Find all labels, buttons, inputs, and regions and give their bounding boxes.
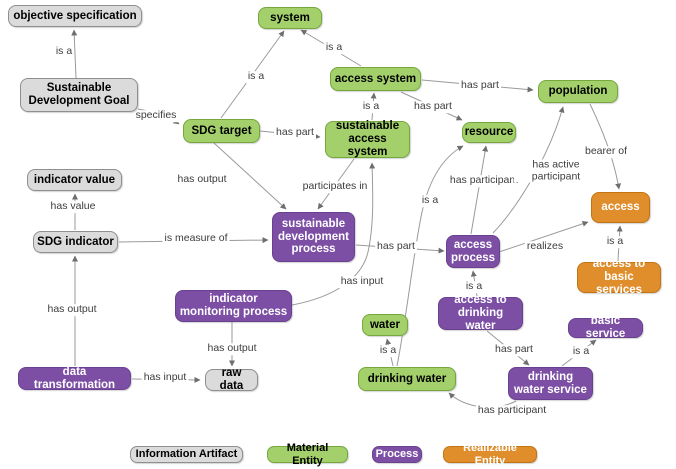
node-drinking-water-service[interactable]: drinking water service [508, 367, 593, 400]
node-access-to-basic-services[interactable]: access to basic services [577, 258, 661, 296]
edge-line-isa-sdg-objective [71, 29, 78, 79]
edge-label: has part [274, 126, 316, 139]
edge-label: realizes [524, 240, 566, 253]
edge-label: specifies [133, 109, 179, 122]
edge-label: has input [141, 371, 189, 384]
edge-label: has participant [475, 404, 549, 417]
node-sustainable-access-system[interactable]: sustainable access system [325, 120, 410, 158]
edge-label: has active participant [514, 159, 598, 183]
node-resource[interactable]: resource [462, 122, 516, 143]
edge-label: has part [412, 100, 454, 113]
node-indicator-monitoring-process[interactable]: indicator monitoring process [175, 290, 292, 322]
node-data-transformation[interactable]: data transformation [18, 366, 131, 391]
node-system[interactable]: system [258, 7, 322, 29]
legend-realizable-entity: Realizable Entity [443, 442, 537, 467]
node-access[interactable]: access [591, 192, 650, 223]
edge-line-hasinput-imp-sas [291, 162, 376, 306]
legend-material-entity: Material Entity [267, 442, 348, 467]
node-basic-service[interactable]: basic service [568, 315, 643, 340]
node-access-process[interactable]: access process [446, 235, 500, 268]
edge-label: is a [360, 100, 382, 113]
edge-line-hasparticipant-ap-resource [470, 145, 489, 235]
node-indicator-value[interactable]: indicator value [27, 169, 122, 191]
edge-label: has participant [447, 174, 521, 187]
node-sdg-indicator[interactable]: SDG indicator [33, 231, 118, 253]
legend-process: Process [372, 446, 422, 463]
edge-line-hasoutput-target-sdp [213, 142, 287, 210]
edge-label: is a [604, 235, 626, 248]
edge-label: is a [245, 70, 267, 83]
edge-label: participates in [300, 180, 370, 193]
edge-label: is a [419, 194, 441, 207]
node-access-to-drinking-water[interactable]: access to drinking water [438, 294, 523, 332]
edge-label: is a [570, 345, 592, 358]
edge-label: has value [48, 200, 98, 213]
legend-information-artifact: Information Artifact [130, 446, 243, 463]
edge-label: has output [175, 173, 229, 186]
node-access-system[interactable]: access system [330, 67, 421, 91]
node-population[interactable]: population [538, 80, 618, 103]
node-raw-data[interactable]: raw data [205, 367, 258, 392]
edge-label: has input [338, 275, 386, 288]
edge-label: is measure of [162, 232, 230, 245]
edge-label: has part [459, 79, 501, 92]
edge-label: has part [493, 343, 535, 356]
node-objective-specification[interactable]: objective specification [8, 5, 142, 27]
edge-label: is a [463, 280, 485, 293]
edge-label: is a [323, 41, 345, 54]
edge-line-realizes [498, 220, 589, 253]
node-sustainable-development-goal[interactable]: Sustainable Development Goal [20, 78, 138, 112]
edge-label: has output [45, 303, 99, 316]
edge-label: has part [375, 240, 417, 253]
edge-label: bearer of [582, 145, 630, 158]
node-water[interactable]: water [362, 314, 408, 336]
edge-label: is a [377, 344, 399, 357]
node-sustainable-development-process[interactable]: sustainable development process [272, 212, 355, 262]
node-sdg-target[interactable]: SDG target [183, 119, 260, 143]
edge-label: is a [53, 45, 75, 58]
node-drinking-water[interactable]: drinking water [358, 367, 456, 391]
edge-label: has output [205, 342, 259, 355]
